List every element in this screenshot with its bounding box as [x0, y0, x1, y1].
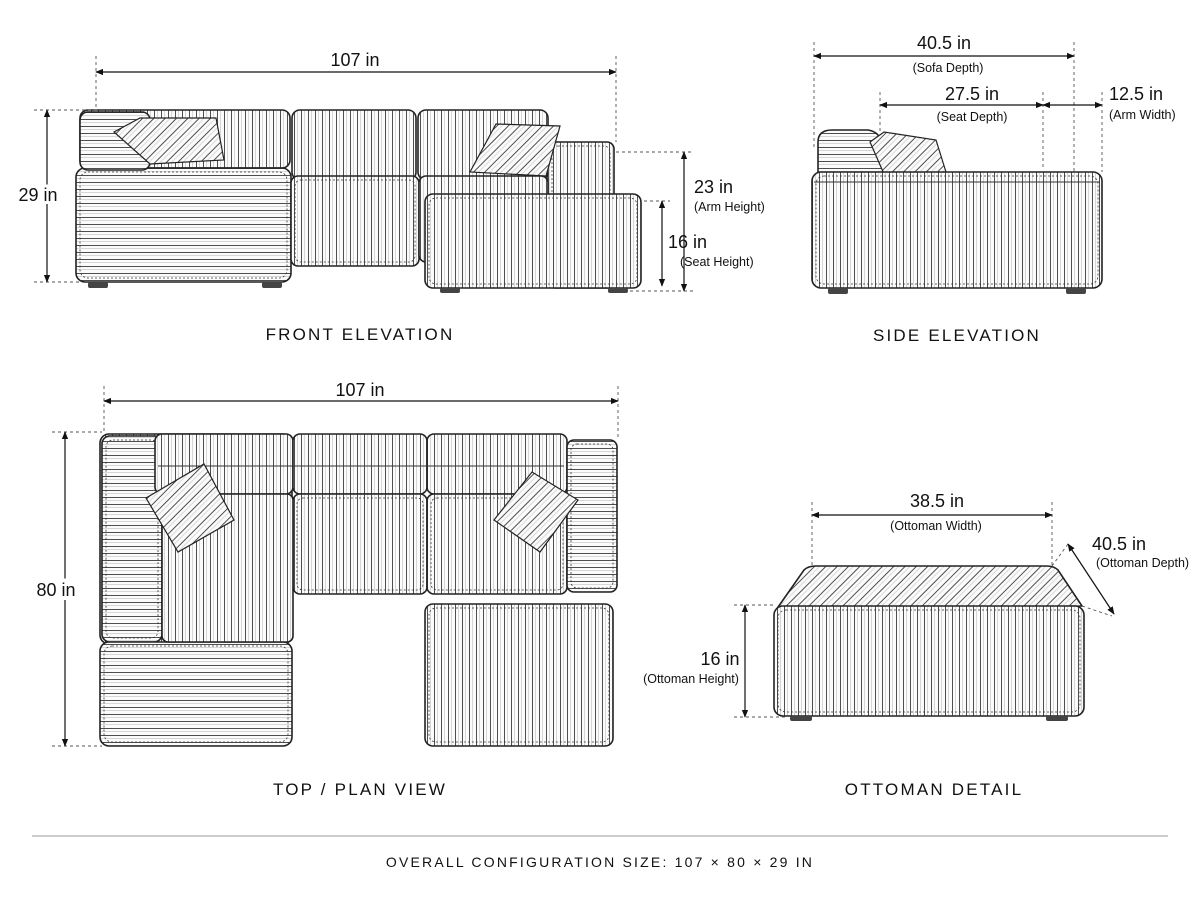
- ottoman-height-sublabel: (Ottoman Height): [643, 672, 739, 686]
- ottoman-width-label: 38.5 in: [910, 491, 964, 511]
- arm-width-label: 12.5 in: [1109, 84, 1163, 104]
- front-height-label: 29 in: [18, 185, 57, 205]
- top-pillow-right: [493, 471, 579, 553]
- front-pillow-right: [469, 123, 561, 177]
- side-elevation: 40.5 in (Sofa Depth) 27.5 in (Seat Depth…: [811, 33, 1176, 345]
- seat-depth-label: 27.5 in: [945, 84, 999, 104]
- top-plan-caption: TOP / PLAN VIEW: [273, 780, 447, 799]
- side-elevation-caption: SIDE ELEVATION: [873, 326, 1041, 345]
- ottoman-detail-caption: OTTOMAN DETAIL: [845, 780, 1023, 799]
- arm-width-sublabel: (Arm Width): [1109, 108, 1176, 122]
- front-pillow-left: [112, 117, 225, 165]
- ottoman-width-sublabel: (Ottoman Width): [890, 519, 982, 533]
- top-plan-view: 107 in 80 in TOP / PLAN VIEW: [32, 380, 619, 799]
- arm-height-sublabel: (Arm Height): [694, 200, 765, 214]
- sofa-depth-sublabel: (Sofa Depth): [913, 61, 984, 75]
- ottoman-depth-line: [1067, 543, 1115, 615]
- side-sofa-drawing: [811, 129, 1103, 294]
- front-width-label: 107 in: [330, 50, 379, 70]
- top-pillow-left: [145, 463, 235, 553]
- arm-height-label: 23 in: [694, 177, 733, 197]
- top-sofa-drawing: [99, 433, 618, 747]
- ottoman-drawing: [773, 565, 1085, 721]
- top-width-label: 107 in: [335, 380, 384, 400]
- seat-depth-sublabel: (Seat Depth): [937, 110, 1008, 124]
- ottoman-depth-label: 40.5 in: [1092, 534, 1146, 554]
- seat-height-label: 16 in: [668, 232, 707, 252]
- front-elevation: 107 in 29 in 23 in (Arm Height) 16 in (S…: [15, 50, 765, 344]
- sofa-depth-label: 40.5 in: [917, 33, 971, 53]
- front-sofa-drawing: [75, 109, 642, 293]
- ottoman-height-label: 16 in: [700, 649, 739, 669]
- ottoman-detail: 38.5 in (Ottoman Width) 40.5 in (Ottoman…: [641, 491, 1190, 799]
- ottoman-depth-sublabel: (Ottoman Depth): [1096, 556, 1189, 570]
- seat-height-sublabel: (Seat Height): [680, 255, 754, 269]
- top-depth-label: 80 in: [36, 580, 75, 600]
- front-elevation-caption: FRONT ELEVATION: [266, 325, 455, 344]
- overall-size-text: OVERALL CONFIGURATION SIZE: 107 × 80 × 2…: [386, 854, 814, 870]
